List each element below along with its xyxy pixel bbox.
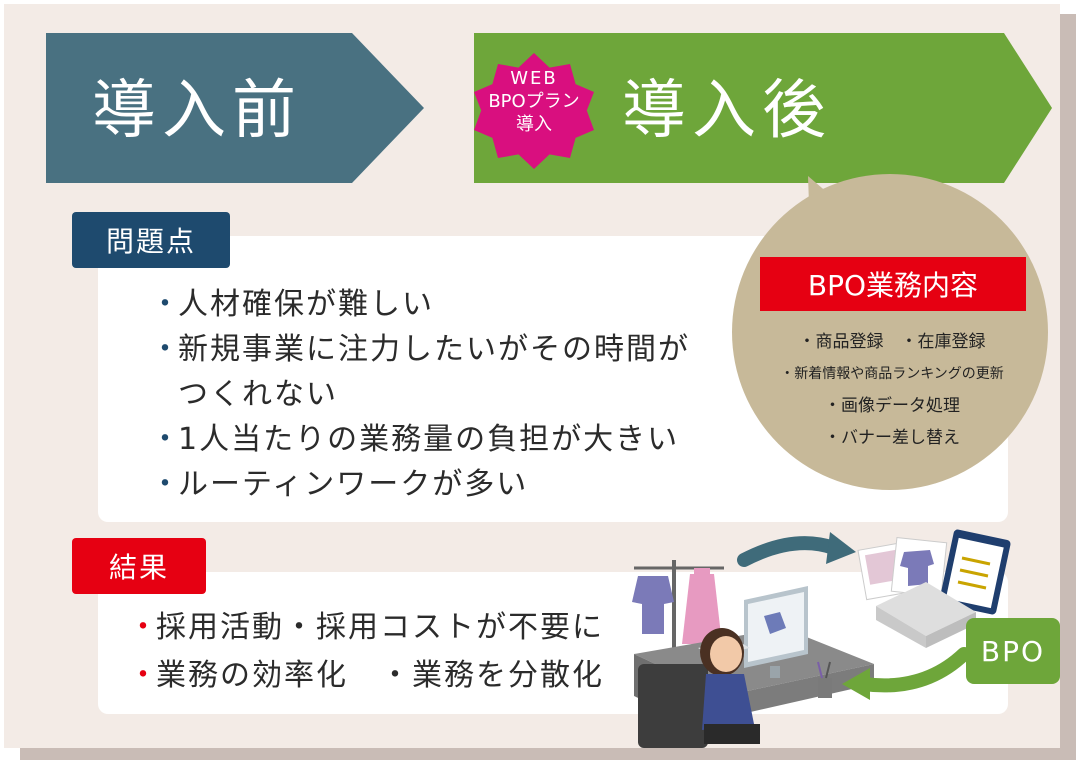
bpo-tasks-title: BPO業務内容 [760,257,1026,311]
monitor-icon [744,586,808,678]
outgoing-arrow-icon [737,536,841,567]
infographic-panel: 導入前 導入後 WEB BPOプラン 導入 問題点 ・人材確保が難しい ・新規事… [4,4,1060,748]
header-arrows: 導入前 導入後 WEB BPOプラン 導入 [46,33,1052,183]
list-item: つくれない [178,377,338,412]
after-arrow [474,33,1052,183]
list-item: ・1人当たりの業務量の負担が大きい [150,417,730,462]
list-item: ・採用活動・採用コストが不要に [128,604,628,652]
list-item: ・商品登録 ・在庫登録 [798,332,986,352]
list-item: ・画像データ処理 [824,396,960,416]
list-item: ・バナー差し替え [824,428,960,448]
bullet: ・ [128,658,160,693]
results-list: ・採用活動・採用コストが不要に ・業務の効率化 ・業務を分散化 [128,604,628,700]
list-item: ・ルーティンワークが多い [150,462,730,507]
bullet: ・ [150,332,182,367]
results-label: 結果 [72,538,206,594]
after-label: 導入後 [622,74,832,148]
badge-starburst [474,53,594,169]
person-icon [638,628,760,748]
badge-line-2: BPOプラン [488,91,579,112]
list-item: ・新着情報や商品ランキングの更新 [780,366,1004,382]
clipboard-icon [939,529,1011,615]
clothes-hanger-icon [632,560,724,654]
pen-holder-icon [818,678,832,698]
bullet: ・ [150,422,182,457]
return-arrow-icon [857,647,971,693]
bullet: ・ [128,610,160,645]
problems-list: ・人材確保が難しい ・新規事業に注力したいがその時間が つくれない ・1人当たり… [150,282,730,507]
list-item: ・人材確保が難しい [150,282,730,327]
bpo-tag-label: BPO [980,634,1046,668]
bullet: ・ [150,287,182,322]
badge-line-3: 導入 [516,114,552,135]
office-illustration [632,529,1011,748]
problems-label: 問題点 [72,212,230,268]
before-arrow [46,33,424,183]
envelope-icon [876,582,976,648]
photos-icon [857,536,948,601]
before-label: 導入前 [92,74,302,148]
bpo-bubble [732,174,1048,490]
bullet: ・ [150,467,182,502]
bpo-tag: BPO [966,618,1060,684]
list-item: ・新規事業に注力したいがその時間が [150,327,730,372]
list-item: ・業務の効率化 ・業務を分散化 [128,652,628,700]
badge-line-1: WEB [510,68,558,89]
bpo-tasks-list: ・商品登録 ・在庫登録 ・新着情報や商品ランキングの更新 ・画像データ処理 ・バ… [742,326,1042,454]
